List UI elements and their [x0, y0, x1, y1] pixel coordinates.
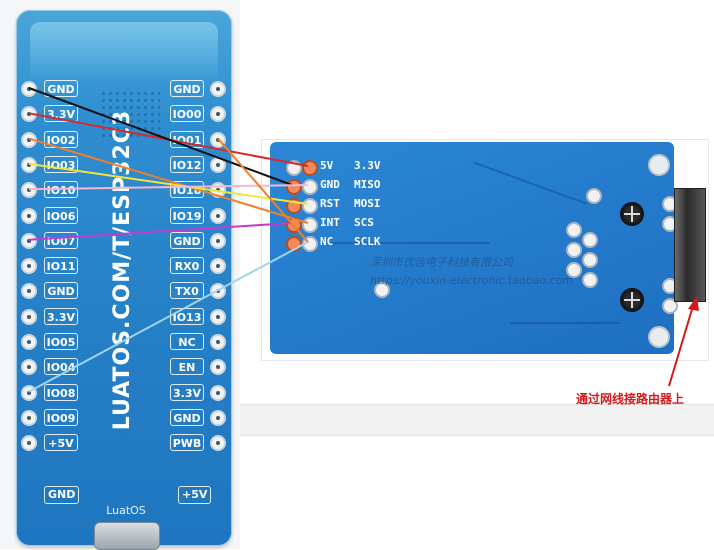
right-pin-gnd: GND — [16, 78, 232, 100]
module-pad-b — [302, 236, 318, 252]
mounting-hole — [648, 326, 670, 348]
board-title-text: LUATOS.COM/T/ESP32C3 — [110, 109, 135, 431]
pin-label: IO12 — [170, 155, 204, 173]
module-pad-b — [302, 179, 318, 195]
module-pad-b — [302, 198, 318, 214]
ethernet-module-photo: 5V 3.3V GND MISO RST MOSI INT SCS NC SCLK 深圳市优信电子… — [262, 140, 708, 360]
pin-label: IO09 — [44, 408, 78, 426]
module-pin-label-right: SCS — [354, 216, 374, 229]
pin-pad — [210, 334, 226, 350]
pin-label: TX0 — [170, 282, 204, 300]
pcb-trace — [473, 161, 587, 205]
component-pad — [566, 242, 582, 258]
bottom-left-pin-label: GND — [44, 486, 80, 504]
pcb-trace — [510, 322, 620, 324]
pin-pad — [210, 283, 226, 300]
module-pad-b — [302, 160, 318, 176]
luatos-logo: LuatOS — [106, 504, 146, 517]
pin-label: IO01 — [170, 130, 204, 148]
pin-label: GND — [170, 80, 204, 97]
pin-label: EN — [170, 358, 204, 376]
pin-pad — [210, 384, 226, 401]
board-highlight — [30, 22, 218, 82]
pin-label: RX0 — [170, 257, 204, 275]
pin-label: IO18 — [170, 181, 204, 199]
right-pin-gnd: GND — [16, 407, 232, 429]
annotation-text: 通过网线接路由器上 — [576, 392, 685, 406]
pin-pad — [21, 409, 37, 426]
module-pin-label-left: NC — [320, 235, 334, 248]
pin-pad — [210, 409, 226, 426]
module-pad-a — [286, 217, 302, 233]
module-pin-label-right: SCLK — [354, 235, 381, 248]
right-pin-pwb: PWB — [16, 432, 232, 454]
pcb-trace — [330, 242, 490, 244]
pin-pad — [210, 182, 226, 199]
component-pad — [566, 222, 582, 238]
pin-label: GND — [170, 231, 204, 249]
screw-icon — [620, 288, 644, 312]
module-pin-label-left: RST — [320, 197, 340, 210]
pin-label: +5V — [44, 434, 78, 452]
component-pad — [582, 272, 598, 288]
watermark-line-2: https://youxin-electronic.taobao.com — [370, 274, 574, 287]
pin-label: IO13 — [170, 307, 204, 325]
module-pad-b — [302, 217, 318, 233]
screw-icon — [620, 202, 644, 226]
usb-c-port — [94, 522, 160, 550]
module-pad-a — [286, 179, 302, 195]
pin-pad — [21, 435, 37, 452]
component-pad — [582, 252, 598, 268]
module-pin-label-right: 3.3V — [354, 159, 381, 172]
pin-pad — [210, 156, 226, 173]
module-pin-label-left: 5V — [320, 159, 334, 172]
bottom-right-pin-label: +5V — [178, 486, 212, 504]
pin-pad — [210, 81, 226, 97]
pin-label: GND — [170, 408, 204, 426]
pin-pad — [210, 207, 226, 224]
left-pin-5v: +5V — [16, 432, 232, 454]
pin-pad — [210, 258, 226, 275]
module-pin-label-left: GND — [320, 178, 340, 191]
mounting-hole — [648, 154, 670, 176]
pin-label: IO00 — [170, 105, 204, 123]
watermark: 深圳市优信电子科技有限公司 https://youxin-electronic.… — [370, 254, 670, 291]
ethernet-module-board: 5V 3.3V GND MISO RST MOSI INT SCS NC SCLK 深圳市优信电子… — [270, 142, 678, 354]
left-pin-io09: IO09 — [16, 407, 232, 429]
component-pad — [582, 232, 598, 248]
pin-label: NC — [170, 333, 204, 350]
component-pad — [374, 282, 390, 298]
pin-pad — [210, 435, 226, 452]
component-pad — [566, 262, 582, 278]
pin-pad — [210, 232, 226, 249]
rj45-jack — [674, 188, 706, 302]
pin-pad — [210, 359, 226, 376]
pin-label: 3.3V — [170, 383, 204, 401]
module-pin-label-left: INT — [320, 216, 340, 229]
watermark-line-1: 深圳市优信电子科技有限公司 — [370, 256, 513, 269]
module-pin-label-right: MISO — [354, 178, 381, 191]
module-pin-label-right: MOSI — [354, 197, 381, 210]
pin-pad — [210, 308, 226, 325]
component-pad — [586, 188, 602, 204]
pin-pad — [210, 106, 226, 123]
pin-pad — [210, 131, 226, 148]
module-pad-a — [286, 198, 302, 214]
pin-label: IO19 — [170, 206, 204, 224]
pin-label: PWB — [170, 434, 204, 452]
module-pad-a — [286, 160, 302, 176]
module-pad-a — [286, 236, 302, 252]
